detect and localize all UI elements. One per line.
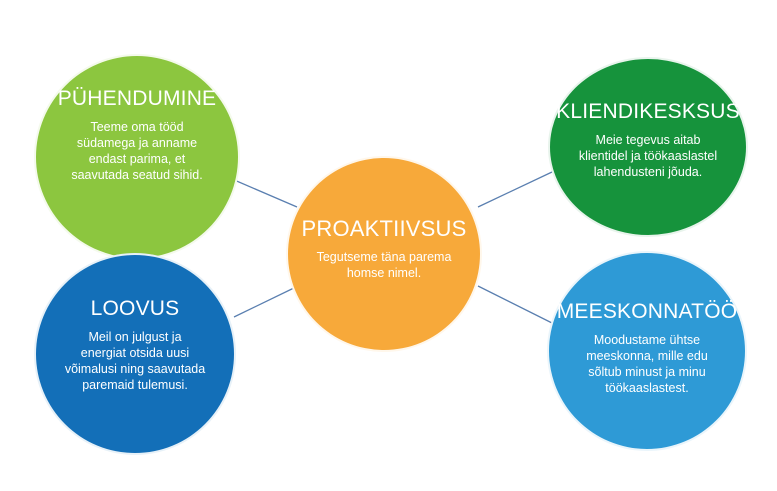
node-description: Teeme oma tööd südamega ja anname endast… <box>71 120 203 182</box>
value-node-kliendikesksus: KLIENDIKESKSUS Meie tegevus aitab klient… <box>548 57 748 237</box>
node-description: Meil on julgust ja energiat otsida uusi … <box>64 330 206 392</box>
node-title: PROAKTIIVSUS <box>301 215 467 241</box>
node-title: LOOVUS <box>90 297 180 320</box>
node-title: MEESKONNATÖÖ <box>556 300 738 323</box>
connector-top-right <box>477 171 553 208</box>
value-node-meeskonnatoo: MEESKONNATÖÖ Moodustame ühtse meeskonna,… <box>547 251 747 451</box>
value-node-puhendumine: PÜHENDUMINE Teeme oma tööd südamega ja a… <box>34 54 240 260</box>
node-description: Tegutseme täna parema homse nimel. <box>316 249 452 280</box>
value-node-loovus: LOOVUS Meil on julgust ja energiat otsid… <box>34 253 236 455</box>
value-node-proaktiivsus: PROAKTIIVSUS Tegutseme täna parema homse… <box>286 156 482 352</box>
node-title: PÜHENDUMINE <box>57 87 217 110</box>
node-description: Moodustame ühtse meeskonna, mille edu sõ… <box>586 333 708 395</box>
connector-bottom-left <box>233 285 299 318</box>
connector-bottom-right <box>477 285 553 324</box>
node-description: Meie tegevus aitab klientidel ja töökaas… <box>578 133 718 179</box>
node-title: KLIENDIKESKSUS <box>556 100 740 123</box>
